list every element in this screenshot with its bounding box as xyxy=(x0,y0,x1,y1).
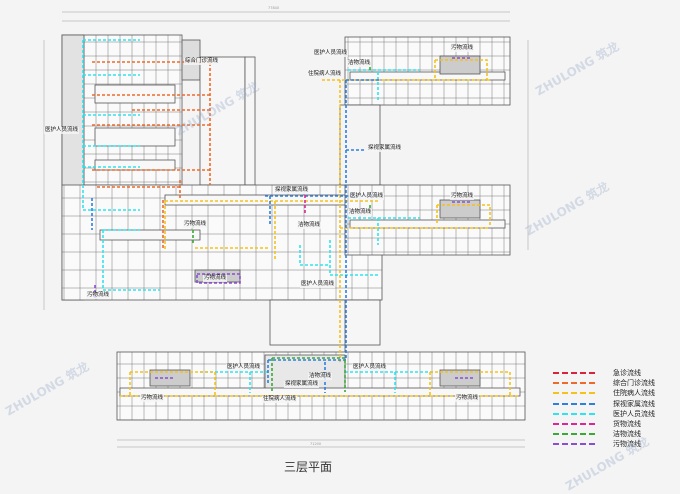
label-visitor-mid: 探视家属流线 xyxy=(367,145,403,152)
legend-label: 探视家属流线 xyxy=(613,399,655,408)
label-staff-left: 医护人员流线 xyxy=(44,127,80,134)
legend-item: 综合门诊流线 xyxy=(553,378,655,388)
legend-label: 污物流线 xyxy=(613,440,641,449)
plan-title: 三层平面 xyxy=(284,460,333,474)
label-dirty-center: 污物流线 xyxy=(183,221,208,228)
middle-block xyxy=(61,184,383,346)
label-staff-mid: 医护人员流线 xyxy=(349,193,385,200)
legend-swatch xyxy=(553,372,595,375)
right-wards xyxy=(339,36,511,256)
legend-item: 急诊流线 xyxy=(553,368,655,378)
legend-label: 综合门诊流线 xyxy=(613,379,655,388)
label-dirty-box: 污物流线 xyxy=(203,275,228,282)
label-staff-center: 医护人员流线 xyxy=(300,281,336,288)
legend-item: 污物流线 xyxy=(553,439,655,449)
inpatient-flow-line xyxy=(120,59,520,397)
bottom-ward xyxy=(116,300,526,421)
legend-swatch xyxy=(553,412,595,415)
label-visitor-left: 探视家属流线 xyxy=(274,187,310,194)
legend-item: 洁物流线 xyxy=(553,429,655,439)
dimension-lines xyxy=(43,11,529,448)
label-dirty-top: 污物流线 xyxy=(450,45,475,52)
legend-swatch xyxy=(553,433,595,436)
label-clean-mid: 洁物流线 xyxy=(348,209,373,216)
label-dirty-left: 污物流线 xyxy=(86,292,111,299)
legend-label: 洁物流线 xyxy=(613,430,641,439)
label-clean-top: 洁物流线 xyxy=(347,60,372,67)
legend-swatch xyxy=(553,402,595,405)
staff-flow-line xyxy=(82,39,435,393)
legend-label: 货物流线 xyxy=(613,420,641,429)
legend-item: 住院病人流线 xyxy=(553,388,655,398)
legend: 急诊流线 综合门诊流线 住院病人流线 探视家属流线 医护人员流线 货物流线 洁物… xyxy=(553,368,655,450)
label-staff-bottom-left: 医护人员流线 xyxy=(226,364,262,371)
label-inpatient-bottom: 住院病人流线 xyxy=(262,396,298,403)
legend-item: 货物流线 xyxy=(553,419,655,429)
outpatient-flow-line xyxy=(92,58,211,250)
label-dirty-bottom-right: 污物流线 xyxy=(455,395,480,402)
legend-item: 医护人员流线 xyxy=(553,409,655,419)
legend-swatch xyxy=(553,423,595,426)
label-inpatient-top: 住院病人流线 xyxy=(307,71,343,78)
label-dirty-mid: 污物流线 xyxy=(450,193,475,200)
legend-swatch xyxy=(553,443,595,446)
label-staff-bottom-right: 医护人员流线 xyxy=(352,364,388,371)
clean-flow-line xyxy=(192,62,371,392)
top-total-dimension: 77840 xyxy=(268,6,280,10)
legend-label: 医护人员流线 xyxy=(613,409,655,418)
label-visitor-bottom: 探视家属流线 xyxy=(284,381,320,388)
legend-label: 急诊流线 xyxy=(613,369,641,378)
bottom-total-dimension: 71200 xyxy=(310,442,322,446)
label-clean-bottom: 洁物流线 xyxy=(308,373,333,380)
label-dirty-bottom-left: 污物流线 xyxy=(140,395,165,402)
legend-swatch xyxy=(553,382,595,385)
legend-label: 住院病人流线 xyxy=(613,389,655,398)
legend-item: 探视家属流线 xyxy=(553,399,655,409)
legend-swatch xyxy=(553,392,595,395)
label-staff-top: 医护人员流线 xyxy=(313,50,349,57)
label-clean-center: 洁物流线 xyxy=(297,222,322,229)
label-outpatient: 综合门诊流线 xyxy=(184,58,220,65)
